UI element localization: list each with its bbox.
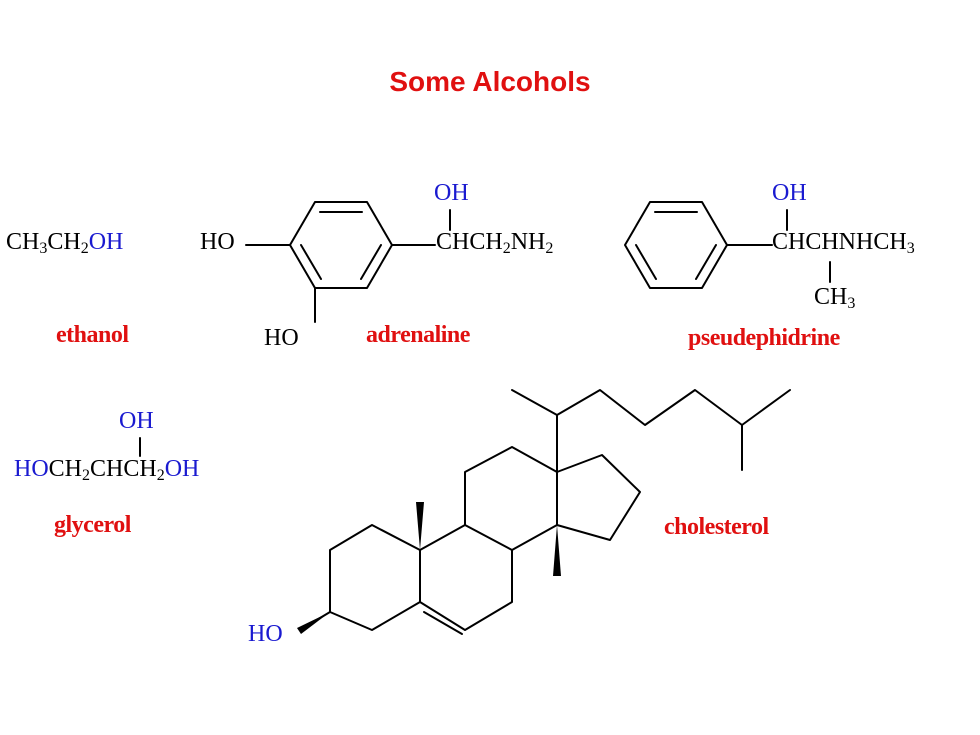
glycerol-label: glycerol: [54, 512, 131, 538]
glycerol-oh: OH: [119, 408, 154, 434]
adrenaline-oh: OH: [434, 180, 469, 206]
pseudephidrine-chain: CHCHNHCH3: [772, 229, 915, 257]
pseudephidrine-methyl: CH3: [814, 284, 856, 312]
pseudephidrine-ring: [624, 201, 831, 289]
ho-wedge: [297, 612, 330, 634]
adrenaline-ho-left: HO: [200, 229, 235, 255]
ethanol-formula: CH3CH2OH: [6, 229, 124, 257]
cholesterol-ho: HO: [248, 621, 283, 647]
adrenaline-label: adrenaline: [366, 322, 470, 348]
ethanol-label: ethanol: [56, 322, 129, 348]
pseudephidrine-label: pseudephidrine: [688, 325, 840, 351]
methyl-wedge-c10: [416, 502, 424, 550]
page-title: Some Alcohols: [389, 66, 591, 97]
adrenaline-chain: CHCH2NH2: [436, 229, 554, 257]
cholesterol-label: cholesterol: [664, 514, 769, 540]
cholesterol-skeleton: [299, 389, 791, 635]
adrenaline-ho-bottom: HO: [264, 325, 299, 351]
methyl-wedge-c13: [553, 525, 561, 576]
adrenaline-ring: [245, 201, 451, 323]
pseudephidrine-oh: OH: [772, 180, 807, 206]
glycerol-formula: HOCH2CHCH2OH: [14, 456, 200, 484]
